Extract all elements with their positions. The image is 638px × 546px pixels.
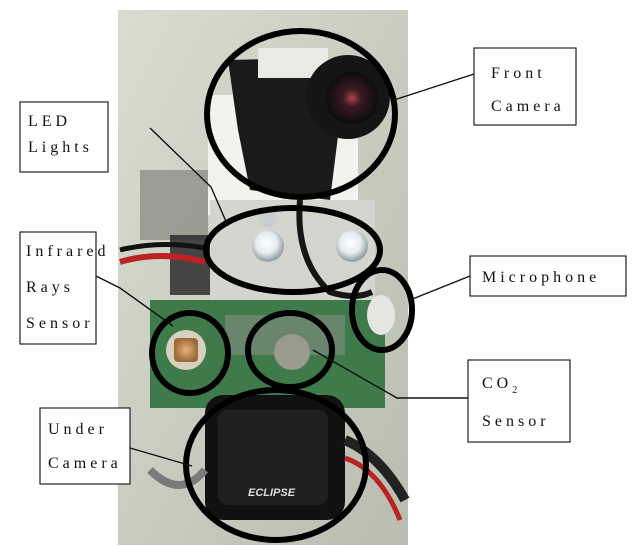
left-cable-red [119,253,206,265]
label-microphone: Microphone [469,255,627,297]
front-camera-lens [326,72,378,124]
bottom-cables-right [342,435,410,503]
infrared-sensor-element [174,338,198,362]
ring-co2-sensor [245,310,335,390]
label-led-lights: LED Lights [19,101,109,173]
label-led-line2: Lights [28,139,93,156]
label-front-camera-line1: Front [491,65,546,82]
label-led-line1: LED [28,113,71,130]
led-left [252,230,284,262]
logo-eclipse: ECLIPSE [248,487,296,499]
left-cable-black [119,241,206,253]
label-co2-line1: CO2 [482,375,517,396]
label-co2-main: CO [482,375,512,392]
leader-infrared [95,275,174,327]
ring-infrared-sensor [149,310,231,396]
label-infrared-line1: Infrared [26,243,110,260]
label-infrared-line3: Sensor [26,315,94,332]
label-under-camera-line2: Camera [48,455,122,472]
ring-microphone [349,267,415,353]
leader-front-camera [393,73,475,101]
bottom-cables-left [147,467,209,489]
label-under-camera: Under Camera [39,407,131,485]
label-microphone-text: Microphone [482,269,600,286]
label-under-camera-line1: Under [48,421,108,438]
led-top [259,209,277,227]
led-right [336,230,368,262]
co2-sensor-body [274,334,310,370]
ring-under-camera [183,387,369,543]
label-co2: CO2 Sensor [467,359,571,443]
microphone-body [367,295,395,335]
leader-microphone [409,275,471,301]
leader-under-camera [129,447,193,467]
ring-front-camera [204,28,398,200]
ring-led-lights [203,205,383,295]
under-camera-face [218,410,328,505]
leader-led-lights [149,127,229,227]
label-co2-line2: Sensor [482,413,550,430]
leader-co2 [312,349,468,399]
left-bracket [140,170,208,240]
bottom-cables-red [344,455,403,521]
label-infrared: Infrared Rays Sensor [19,231,110,345]
label-infrared-line2: Rays [26,279,74,296]
label-co2-subscript: 2 [512,385,517,396]
label-front-camera: Front Camera [473,47,577,126]
label-front-camera-line2: Camera [491,98,565,115]
